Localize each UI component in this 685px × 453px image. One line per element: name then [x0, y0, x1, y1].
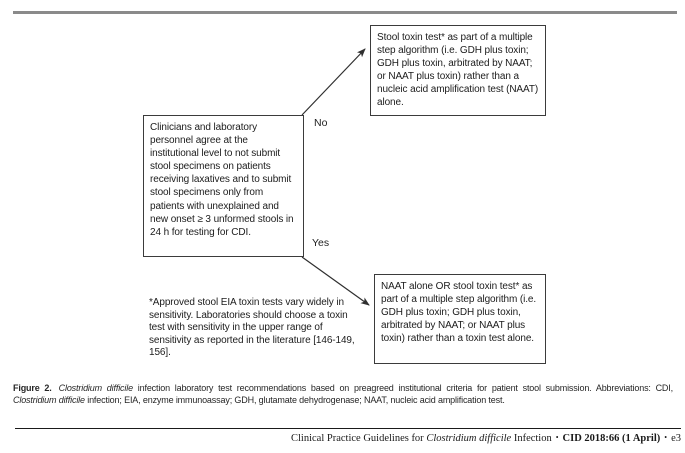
caption-species-italic-2: Clostridium difficile [13, 394, 85, 405]
footer-infection-text: Infection [511, 433, 552, 444]
caption-text-2: infection; EIA, enzyme immunoassay; GDH,… [84, 394, 505, 405]
footer-page-number: e3 [671, 433, 681, 444]
criteria-box: Clinicians and laboratory personnel agre… [143, 115, 304, 257]
no-arrow [301, 48, 366, 116]
footnote-text: *Approved stool EIA toxin tests vary wid… [149, 297, 355, 358]
criteria-box-text: Clinicians and laboratory personnel agre… [150, 122, 294, 238]
footer-bullet-2: • [664, 433, 668, 442]
figure-caption: Figure 2.Clostridium difficile infection… [13, 383, 673, 406]
yes-outcome-box: NAAT alone OR stool toxin test* as part … [374, 274, 546, 364]
footer-species-italic: Clostridium difficile [426, 433, 512, 444]
page-footer: Clinical Practice Guidelines for Clostri… [11, 433, 681, 444]
footer-citation: CID 2018:66 (1 April) [562, 433, 661, 444]
footer-divider [15, 428, 681, 429]
no-outcome-box: Stool toxin test* as part of a multiple … [370, 25, 546, 116]
no-outcome-text: Stool toxin test* as part of a multiple … [377, 32, 539, 109]
yes-outcome-text: NAAT alone OR stool toxin test* as part … [381, 281, 537, 345]
yes-branch-label: Yes [312, 237, 330, 249]
caption-text-1: infection laboratory test recommendation… [132, 383, 673, 393]
footer-journal-text: Clinical Practice Guidelines for [291, 433, 427, 444]
no-branch-label: No [314, 117, 328, 129]
footer-bullet-1: • [555, 433, 559, 442]
figure-label: Figure 2. [13, 383, 52, 393]
top-divider [13, 11, 677, 14]
caption-species-italic-1: Clostridium difficile [58, 383, 133, 393]
